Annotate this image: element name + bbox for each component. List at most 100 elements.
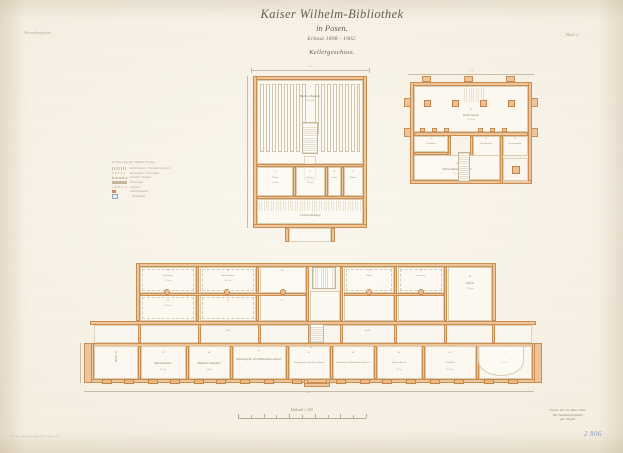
room-label: Keller <box>114 354 118 362</box>
room-label: Keller <box>364 329 372 332</box>
legend-label: Kellermauern / Fundamentmauern <box>130 166 171 171</box>
room-label: Bücher-Magazin <box>299 94 321 98</box>
scale-bar-block: Maßstab 1:100. <box>238 408 366 419</box>
legend-row: Lüftungskanäle <box>112 189 208 194</box>
room-number: 23 <box>513 137 517 140</box>
title-block: Kaiser Wilhelm-Bibliothek in Posen. Erba… <box>232 7 432 57</box>
legend-label: Eisenträger <box>130 179 144 184</box>
legend-row: Kellerpfeiler / Unterzüge <box>112 171 208 176</box>
room-number: 33 <box>226 299 230 302</box>
plan-rear-wing: 27,20 1 Bücher-Magazin 286,4 qm <box>245 65 375 242</box>
room-number: 10 <box>332 170 336 173</box>
room-label: Packraum <box>162 274 174 277</box>
room-number: 40 <box>207 351 211 354</box>
room-label: Heizer <box>271 176 279 179</box>
room-label: Diener-Küche <box>391 361 407 364</box>
dimension-text: 61,40 <box>305 392 311 394</box>
room-label: Wirtschaftskeller-Raum <box>442 167 472 171</box>
room-area: 62,4 qm <box>453 173 461 175</box>
room-number: 32 <box>166 299 170 302</box>
room-label: Heizkeller <box>444 361 456 364</box>
legend-title: Erklärung der Bezeichnung. <box>112 160 156 164</box>
scale-bar <box>238 413 366 419</box>
room-area: 18,4 qm <box>164 305 172 307</box>
dimension-text: 21,80 <box>468 69 474 72</box>
signature-date: Posen, den 10. März 1902. <box>549 408 587 412</box>
room-number: 24 <box>455 162 459 165</box>
legend-swatch-icon <box>112 172 127 175</box>
legend-label: Heizkanäle <box>132 193 146 198</box>
built-dates: Erbaut 1898 - 1902. <box>307 36 357 43</box>
legend-row: Heizkanäle <box>112 193 208 199</box>
room-area: 21,0 qm <box>271 182 279 184</box>
floor-designation: Kellergeschoss. <box>309 49 355 57</box>
room-number: 45 <box>448 351 452 354</box>
room-number: 41 <box>307 351 311 354</box>
corner-note-left: Verwaltungsbau <box>24 30 51 35</box>
room-area: 9,4 qm <box>206 369 212 371</box>
room-label: Kellerräume <box>463 113 479 117</box>
room-area: 286,4 qm <box>306 100 314 102</box>
legend-label: Kellerpfeiler / Unterzüge <box>130 170 160 175</box>
room-label: Flur <box>225 329 231 332</box>
room-number: 20 <box>469 108 473 111</box>
room-area: 46,2 qm <box>224 280 232 282</box>
room-label: Stube <box>366 274 372 277</box>
room-area: 15,2 qm <box>395 369 403 371</box>
room-label: Wohnung für den Haus-Diener <box>293 361 325 364</box>
legend-swatch-icon <box>112 185 127 189</box>
room-number: 30 <box>166 269 170 272</box>
entrance-apse-detail <box>478 346 524 380</box>
legend-label: Lüftungskanäle <box>130 189 148 194</box>
legend-swatch-icon <box>112 190 116 194</box>
dimension-text: 27,20 <box>307 65 313 68</box>
scale-label: Maßstab 1:100. <box>290 408 314 412</box>
plan-main-wing: 61,40 30 Packraum 32,8 qm 31 Buchbindere… <box>78 255 548 397</box>
room-number: 43 <box>397 351 401 354</box>
legend-row: Gewölbe <box>112 185 208 190</box>
legend-swatch-icon <box>112 176 127 180</box>
room-area: 32,8 qm <box>164 280 172 282</box>
plan-annex: 21,80 20 Kellerräume 118,6 qm <box>402 69 540 190</box>
room-number: 38 <box>257 349 261 352</box>
room-label: Asche <box>331 176 337 179</box>
sheet-number: Blatt 2 <box>566 32 579 37</box>
room-number: 8 <box>274 170 276 173</box>
room-number: 49 <box>114 351 118 354</box>
room-number: 1 <box>309 85 311 88</box>
room-number: 22 <box>484 137 488 140</box>
room-number: 37 <box>419 269 423 272</box>
page-title: Kaiser Wilhelm-Bibliothek <box>260 7 404 21</box>
room-area: 8,6 qm <box>160 369 166 371</box>
room-label: Buchbinderei <box>221 274 235 277</box>
legend-label: Gewölbe / Kappen <box>130 175 152 180</box>
room-label: Waschküche <box>479 142 493 145</box>
archive-stamp-number: 2 806 <box>584 430 602 438</box>
room-number: 11 <box>351 170 355 173</box>
room-label: Küche <box>466 281 474 285</box>
legend-swatch-icon <box>112 181 127 184</box>
printer-mark: Lith. Anst. v. Meisenbach Riffarth & Co.… <box>10 436 60 438</box>
room-label: Vorkeller <box>426 142 436 145</box>
room-area: 26,8 qm <box>446 369 454 371</box>
legend-row: Eisenträger <box>112 180 208 185</box>
signature-office: Der Stadtbauinspektor <box>552 412 584 417</box>
signature-block: Posen, den 10. März 1902. Der Stadtbauin… <box>528 408 608 422</box>
legend-label: Gewölbe <box>130 184 141 189</box>
room-number: 39 <box>161 351 165 354</box>
room-number: 9 <box>309 170 311 173</box>
legend-swatch-icon <box>112 167 127 170</box>
room-label: Wohnung für den Bibliotheks-Diener <box>236 357 282 361</box>
room-number: 36 <box>367 269 371 272</box>
signature-name: gez. Nagler. <box>559 417 577 422</box>
room-label: Kammer <box>416 274 426 277</box>
location-subtitle: in Posen. <box>316 23 348 34</box>
legend: Erklärung der Bezeichnung. Kellermauern … <box>112 160 208 199</box>
room-label: Speisekammer <box>154 361 172 365</box>
room-number: 35 <box>280 299 284 302</box>
room-label: Central-Heizung <box>299 213 321 217</box>
room-label: Kessel <box>349 176 357 179</box>
room-area: 28,6 qm <box>306 182 314 184</box>
room-label: Wohnung des Bibliotheks-Dieners <box>336 361 370 364</box>
